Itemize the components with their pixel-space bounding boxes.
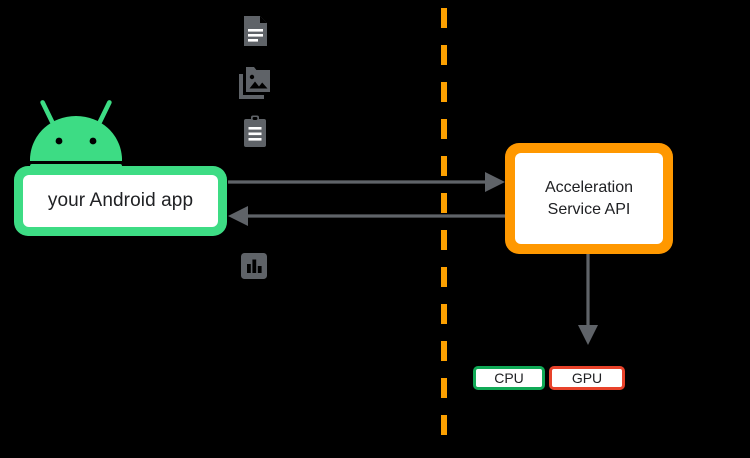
bar-chart-icon (241, 253, 267, 279)
processor-chip-gpu[interactable]: GPU (549, 366, 625, 390)
acceleration-service-api-box[interactable]: Acceleration Service API (505, 143, 673, 254)
clipboard-icon (244, 115, 266, 147)
document-icon (244, 16, 267, 46)
processor-chip-cpu[interactable]: CPU (473, 366, 545, 390)
service-to-processors-arrow (578, 254, 598, 345)
android-robot-logo (30, 100, 122, 171)
android-app-box-inner: your Android app (23, 175, 218, 227)
photo-library-icon (239, 67, 270, 99)
service-to-app-arrow (228, 206, 505, 226)
acceleration-service-api-label-line2: Service API (547, 200, 631, 218)
app-to-service-arrow (228, 172, 505, 192)
processor-chip-gpu-label: GPU (571, 370, 603, 386)
acceleration-service-api-box-inner: Acceleration Service API (515, 153, 663, 244)
process-boundary-divider (441, 8, 447, 452)
processor-chip-cpu-label: CPU (494, 370, 524, 386)
acceleration-service-api-label-line1: Acceleration (544, 179, 634, 197)
android-app-label: your Android app (47, 190, 194, 211)
android-app-box[interactable]: your Android app (14, 166, 227, 236)
